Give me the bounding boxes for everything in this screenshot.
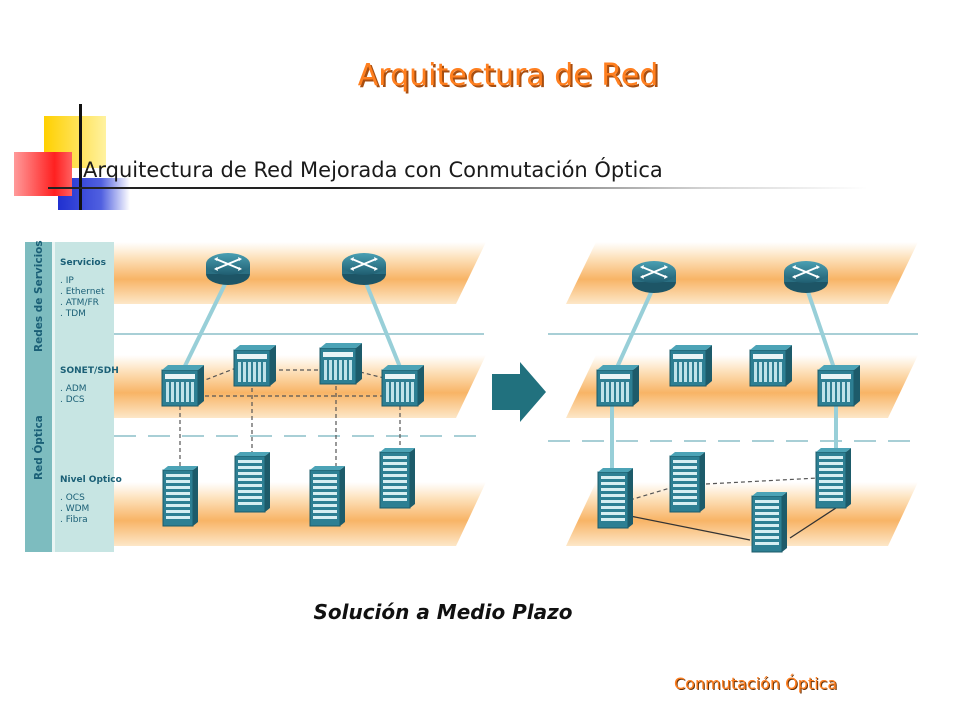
footer-label: Conmutación Óptica [674, 674, 838, 693]
layer-title: SONET/SDH [60, 366, 119, 376]
left-service-band [114, 242, 486, 304]
layer-item: . Ethernet [60, 287, 105, 297]
right-links [610, 285, 838, 472]
left-rack-1 [162, 465, 199, 527]
decorative-blocks [14, 104, 130, 210]
right-adm-1 [596, 364, 640, 407]
layer-item: . IP [60, 276, 74, 286]
layer-item: . OCS [60, 493, 85, 503]
left-router-1 [205, 252, 251, 286]
layer-item: . DCS [60, 395, 85, 405]
layer-label-servicios: Servicios . IP . Ethernet . ATM/FR . TDM [60, 258, 106, 319]
right-adm-2 [669, 344, 713, 387]
transition-arrow [492, 362, 546, 422]
left-adm-4 [381, 364, 425, 407]
left-adm-1 [161, 364, 205, 407]
layer-item: . Fibra [60, 515, 88, 525]
vertical-rule [79, 104, 82, 210]
left-dashed-links [179, 367, 401, 470]
left-adm-2 [233, 344, 277, 387]
left-adm-3 [319, 342, 363, 385]
right-service-band [566, 242, 918, 304]
right-router-1 [631, 260, 677, 294]
right-rack-4 [815, 447, 852, 509]
right-router-2 [783, 260, 829, 294]
right-solid-links [629, 503, 843, 541]
diagram-caption: Solución a Medio Plazo [313, 600, 573, 624]
left-rack-3 [309, 465, 346, 527]
right-dashed-links [629, 477, 819, 501]
layer-sidebar [25, 242, 114, 552]
slide-title: Arquitectura de Red [357, 58, 659, 93]
sidebar-group-top: Redes de Servicios [33, 240, 45, 352]
right-rack-2 [669, 451, 706, 513]
left-rack-2 [234, 451, 271, 513]
network-diagram: Redes de Servicios Red Óptica Servicios … [25, 240, 918, 553]
layer-item: . WDM [60, 504, 89, 514]
right-rack-1 [597, 467, 634, 529]
sidebar-group-bottom: Red Óptica [32, 415, 45, 480]
layer-item: . TDM [60, 309, 86, 319]
left-links [180, 277, 404, 373]
layer-label-sonet: SONET/SDH . ADM . DCS [60, 366, 119, 405]
layer-title: Nivel Optico [60, 475, 122, 485]
left-router-2 [341, 252, 387, 286]
left-rack-4 [379, 447, 416, 509]
layer-item: . ATM/FR [60, 298, 99, 308]
layer-item: . ADM [60, 384, 87, 394]
layer-title: Servicios [60, 258, 106, 268]
slide-subtitle: Arquitectura de Red Mejorada con Conmuta… [83, 158, 663, 182]
subtitle-underline [48, 187, 868, 189]
layer-label-optico: Nivel Optico . OCS . WDM . Fibra [60, 475, 122, 525]
right-adm-3 [749, 344, 793, 387]
right-rack-3 [751, 491, 788, 553]
right-adm-4 [817, 364, 861, 407]
